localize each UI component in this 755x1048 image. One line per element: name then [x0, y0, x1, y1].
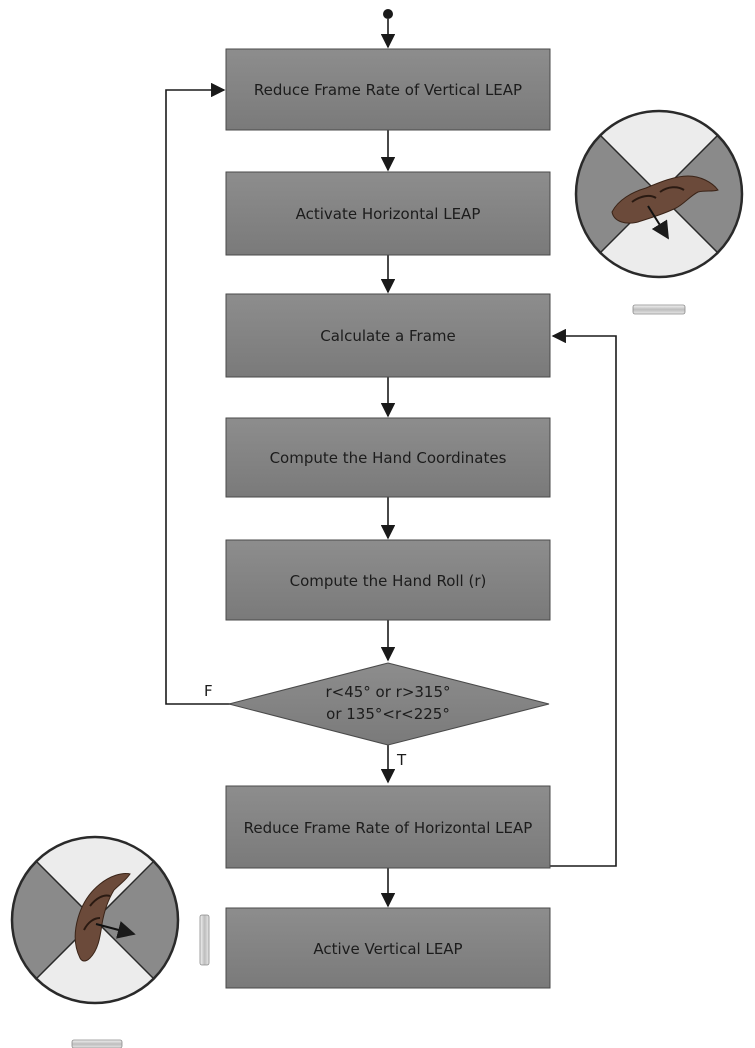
decision-line-1: r<45° or r>315° [325, 683, 450, 701]
step-1-box: Reduce Frame Rate of Vertical LEAP [225, 48, 551, 131]
false-edge-label: F [204, 682, 213, 700]
step-3-label: Calculate a Frame [320, 327, 456, 345]
step-5-box: Compute the Hand Roll (r) [225, 539, 551, 621]
decision-diamond: r<45° or r>315° or 135°<r<225° [228, 662, 550, 746]
step-3-box: Calculate a Frame [225, 293, 551, 378]
start-node [383, 9, 393, 19]
leap-vertical-sensor-icon [199, 914, 210, 966]
connectors [165, 19, 617, 908]
step-7-label: Active Vertical LEAP [313, 940, 462, 958]
leap-horizontal-sensor-icon [632, 304, 686, 315]
leap-horizontal-sensor-bottom-icon [71, 1039, 123, 1048]
step-6-label: Reduce Frame Rate of Horizontal LEAP [244, 819, 533, 837]
step-5-label: Compute the Hand Roll (r) [290, 572, 487, 590]
true-edge-label: T [396, 751, 407, 769]
step-1-label: Reduce Frame Rate of Vertical LEAP [254, 81, 522, 99]
decision-line-2: or 135°<r<225° [326, 705, 450, 723]
step-7-box: Active Vertical LEAP [225, 907, 551, 989]
connector-decision-false-loop [165, 82, 231, 705]
hand-vertical-icon [10, 835, 180, 1005]
step-4-label: Compute the Hand Coordinates [270, 449, 507, 467]
connector-step7-to-step3-loop [550, 328, 617, 867]
step-2-box: Activate Horizontal LEAP [225, 171, 551, 256]
step-2-label: Activate Horizontal LEAP [296, 205, 481, 223]
hand-horizontal-icon [574, 109, 744, 279]
step-6-box: Reduce Frame Rate of Horizontal LEAP [225, 785, 551, 869]
step-4-box: Compute the Hand Coordinates [225, 417, 551, 498]
